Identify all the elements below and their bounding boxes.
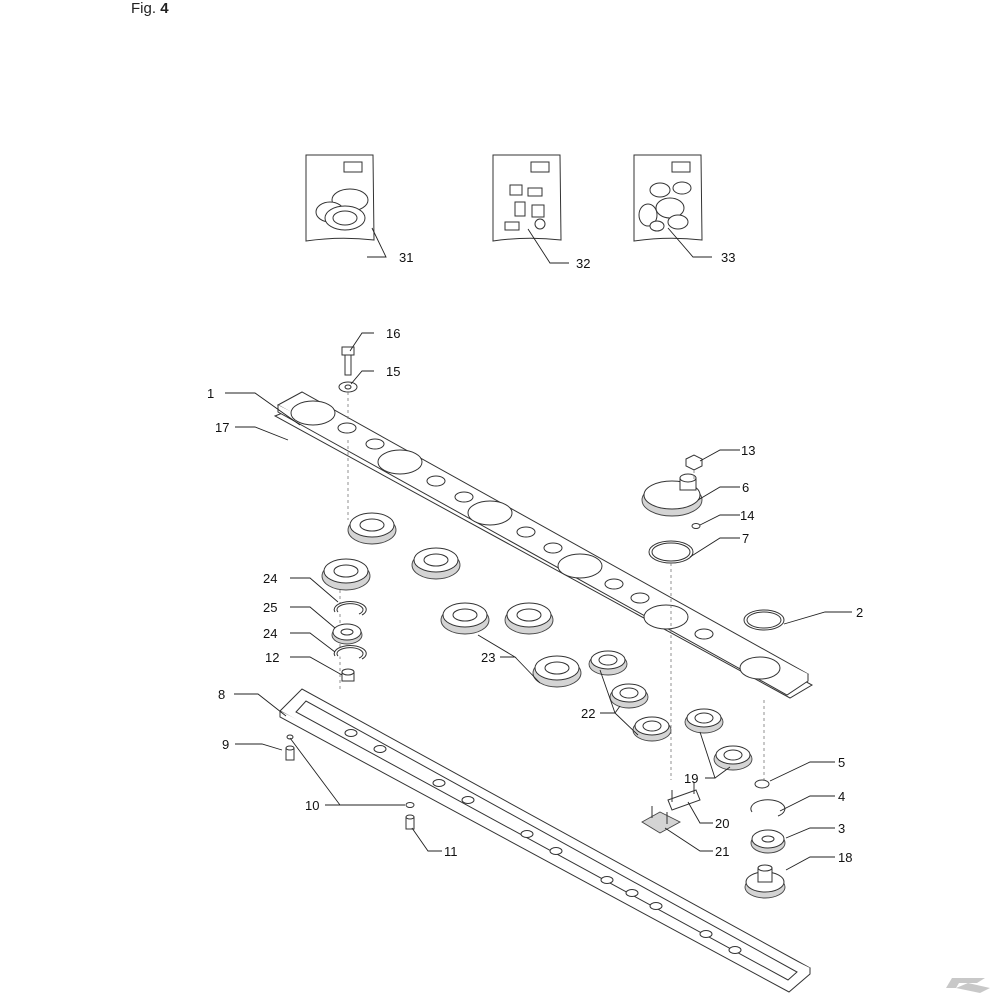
gear-22a (588, 650, 628, 676)
bearing-25 (331, 623, 363, 645)
nut-13 (685, 454, 703, 471)
circlip-4 (750, 799, 786, 817)
gear-left (321, 558, 371, 591)
callout-6: 6 (742, 480, 749, 495)
drive-hub-6 (641, 473, 703, 517)
callout-20: 20 (715, 816, 729, 831)
callout-18: 18 (838, 850, 852, 865)
bearing-3 (750, 829, 786, 854)
bolt-16 (341, 346, 355, 376)
callout-10: 10 (305, 798, 319, 813)
figure-number: 4 (160, 0, 169, 17)
gear-23c (532, 655, 582, 688)
callout-8: 8 (218, 687, 225, 702)
seal-kit-bag-33 (633, 154, 703, 242)
gear-22b (609, 683, 649, 709)
callout-9: 9 (222, 737, 229, 752)
callout-23: 23 (481, 650, 495, 665)
callout-14: 14 (740, 508, 754, 523)
callout-5: 5 (838, 755, 845, 770)
callout-32: 32 (576, 256, 590, 271)
callout-33: 33 (721, 250, 735, 265)
seal-kit-bag-32 (492, 154, 562, 242)
callout-31: 31 (399, 250, 413, 265)
callout-2: 2 (856, 605, 863, 620)
callout-1: 1 (207, 386, 214, 401)
callout-13: 13 (741, 443, 755, 458)
callout-7: 7 (742, 531, 749, 546)
seal-kit-bag-31 (305, 154, 375, 242)
gear-top-left (347, 512, 397, 545)
washer-15 (338, 381, 358, 393)
gear-23a (440, 602, 490, 635)
callout-24-upper: 24 (263, 571, 277, 586)
screw-9 (285, 734, 295, 761)
gear-19a (684, 708, 724, 734)
callout-12: 12 (265, 650, 279, 665)
pinion-18 (744, 864, 786, 899)
callout-25: 25 (263, 600, 277, 615)
skid-21 (641, 806, 681, 834)
callout-16: 16 (386, 326, 400, 341)
callout-17: 17 (215, 420, 229, 435)
callout-24-lower: 24 (263, 626, 277, 641)
o-ring-7 (648, 540, 694, 564)
bracket-20 (667, 782, 701, 811)
callout-11: 11 (444, 844, 458, 859)
callout-22: 22 (581, 706, 595, 721)
figure-prefix: Fig. (131, 0, 157, 17)
callout-4: 4 (838, 789, 845, 804)
bottom-plate-8 (279, 688, 811, 993)
circlip-24-lower (333, 645, 367, 660)
callout-15: 15 (386, 364, 400, 379)
circlip-5 (754, 779, 770, 789)
gear-19b (713, 745, 753, 771)
gear-22c (632, 716, 672, 742)
leader-lines (225, 227, 852, 871)
screw-11 (405, 814, 415, 830)
circlip-24-upper (333, 601, 367, 616)
bush-12 (341, 668, 355, 682)
gear-23b (504, 602, 554, 635)
washer-14 (691, 523, 701, 529)
brand-k-logo-icon (946, 978, 990, 993)
figure-title: Fig. 4 (131, 0, 169, 17)
o-ring-2 (743, 609, 785, 631)
callout-19: 19 (684, 771, 698, 786)
washer-10 (405, 802, 415, 808)
gear-center-left (411, 547, 461, 580)
callout-21: 21 (715, 844, 729, 859)
callout-3: 3 (838, 821, 845, 836)
